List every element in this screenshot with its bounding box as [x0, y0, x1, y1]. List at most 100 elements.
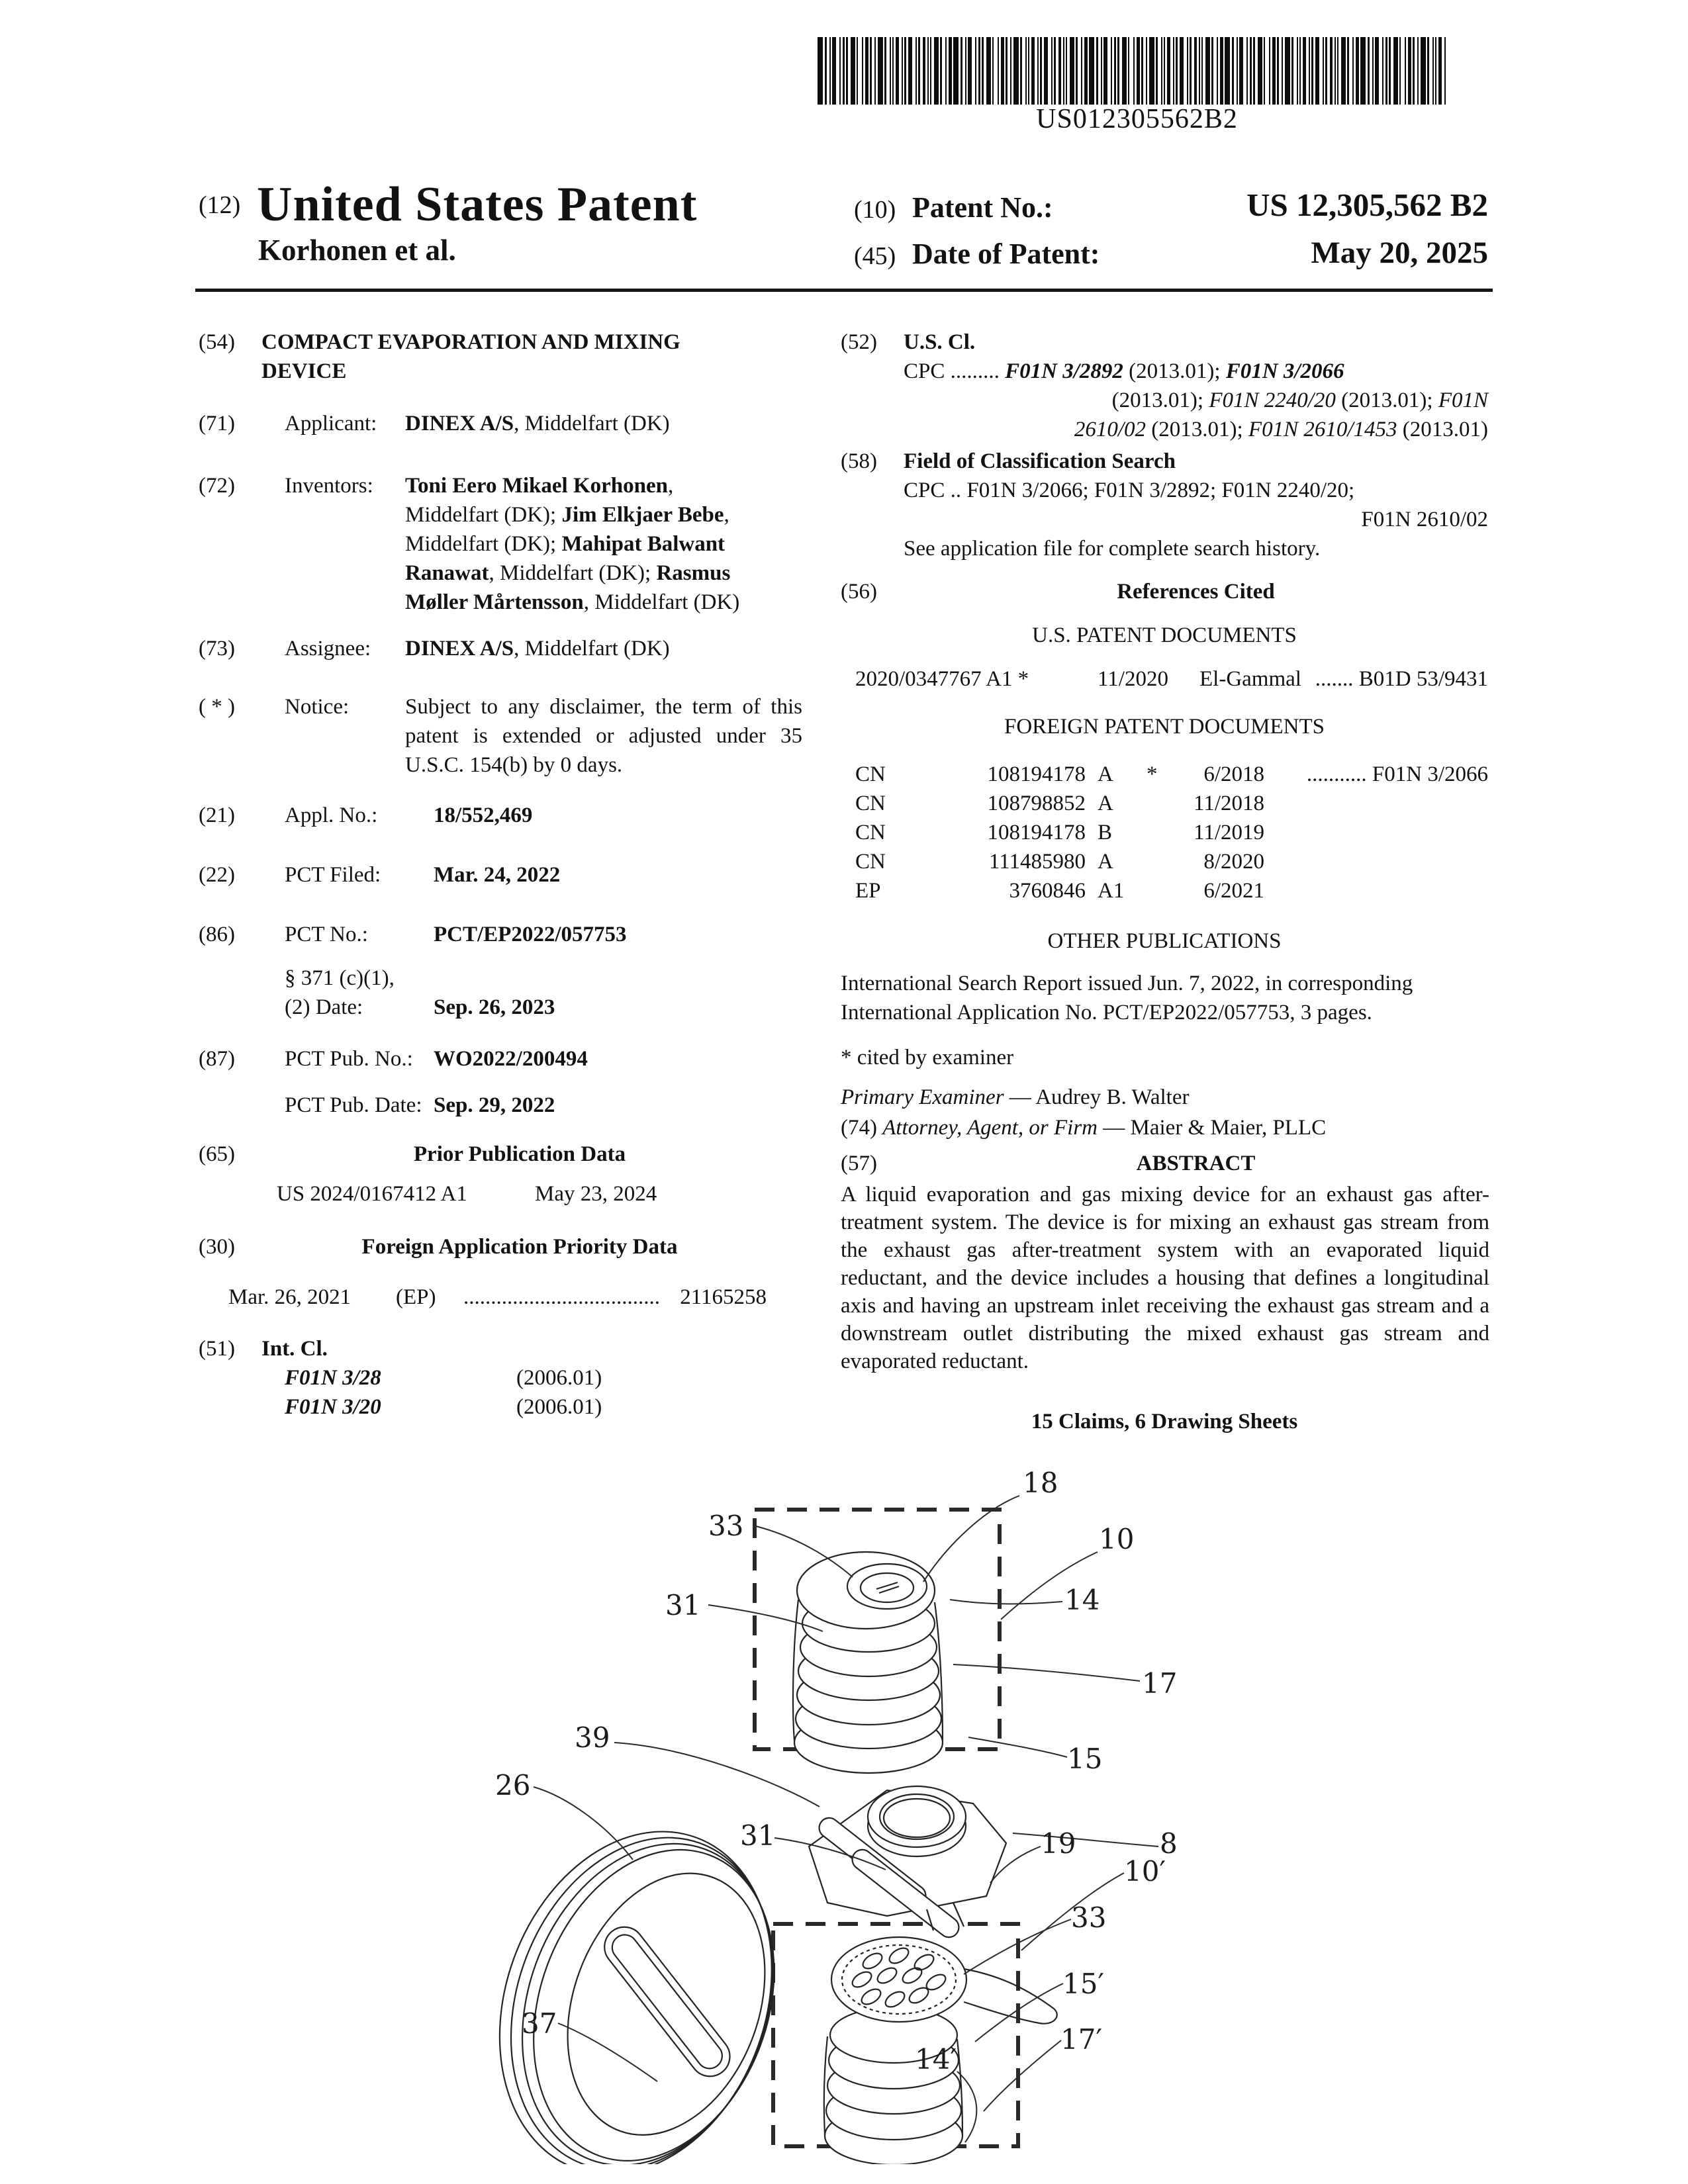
ref-17-prime: 17′ [1060, 2023, 1102, 2056]
ref-10-prime: 10′ [1124, 1855, 1166, 1888]
field-71-num: (71) [199, 412, 235, 435]
ref-33: 33 [708, 1510, 743, 1542]
applicant-label: Applicant: [285, 412, 377, 435]
field-87-num: (87) [199, 1047, 235, 1071]
us-ref-name: El-Gammal [1199, 667, 1301, 691]
prior-pub-heading: Prior Publication Data [413, 1142, 626, 1166]
evaporator-coil-bottom [823, 1936, 1058, 2164]
ref-19: 19 [1041, 1827, 1076, 1860]
ref-31: 31 [665, 1589, 700, 1621]
appl-no-label: Appl. No.: [285, 803, 378, 827]
ref-37: 37 [522, 2007, 557, 2040]
inventor-line-1: Toni Eero Mikael Korhonen, [405, 471, 673, 500]
int-cl-code: F01N 3/20 [285, 1395, 381, 1419]
patent-number: US 12,305,562 B2 [1246, 187, 1488, 223]
prior-pub-date: May 23, 2024 [535, 1182, 657, 1206]
field-of-search-line3: See application file for complete search… [904, 537, 1321, 561]
sec371-date-label: (2) Date: [285, 995, 363, 1019]
foreign-number: 108194178 [987, 821, 1086, 844]
pct-filed-label: PCT Filed: [285, 863, 381, 887]
applicant-location: , Middelfart (DK) [514, 412, 670, 435]
inventor-name: Toni Eero Mikael Korhonen [405, 474, 668, 498]
assignee-name: DINEX A/S [405, 637, 514, 660]
header-divider [195, 289, 1493, 292]
field-52-num: (52) [841, 330, 877, 354]
ref-8: 8 [1160, 1827, 1178, 1860]
us-ref-class: ....... B01D 53/9431 [1315, 667, 1488, 691]
foreign-number: 108798852 [987, 792, 1086, 815]
cpc-code: F01N 2240/20 [1209, 388, 1336, 412]
kind-code-45: (45) [854, 242, 896, 270]
inventor-loc: Middelfart (DK); [405, 503, 562, 527]
foreign-priority-heading: Foreign Application Priority Data [361, 1235, 678, 1259]
cpc-line-2: (2013.01); F01N 2240/20 (2013.01); F01N [904, 386, 1488, 415]
patent-drawing: 18 33 10 31 14 17 15 39 26 8 31 19 10′ 3… [495, 1467, 1178, 2164]
cpc-code: F01N [1438, 388, 1488, 412]
detail-box-top [753, 1508, 1002, 1751]
attorney-label: Attorney, Agent, or Firm [882, 1116, 1098, 1140]
foreign-kind: A [1098, 850, 1113, 874]
inventor-name: Rasmus [656, 561, 731, 585]
claims-sheets-line: 15 Claims, 6 Drawing Sheets [1031, 1410, 1298, 1433]
notice-label: Notice: [285, 695, 350, 719]
other-pub-line2: International Application No. PCT/EP2022… [841, 1001, 1372, 1024]
ref-18: 18 [1023, 1467, 1058, 1499]
field-of-search-heading: Field of Classification Search [904, 449, 1176, 473]
sec371-date-value: Sep. 26, 2023 [434, 995, 555, 1019]
int-cl-code: F01N 3/28 [285, 1366, 381, 1390]
field-51-num: (51) [199, 1337, 235, 1361]
inventors-label: Inventors: [285, 474, 373, 498]
cpc-line-1: CPC ......... F01N 3/2892 (2013.01); F01… [904, 357, 1344, 386]
foreign-date: 6/2021 [1203, 879, 1264, 903]
applicant-name: DINEX A/S [405, 412, 514, 435]
ref-17: 17 [1142, 1667, 1177, 1700]
primary-examiner-label: Primary Examiner [841, 1085, 1004, 1109]
priority-date: Mar. 26, 2021 [228, 1285, 352, 1309]
kind-code-10: (10) [854, 196, 896, 224]
ref-14: 14 [1064, 1584, 1100, 1616]
abstract-text: A liquid evaporation and gas mixing devi… [841, 1183, 1489, 1373]
abstract-heading: ABSTRACT [1136, 1152, 1256, 1175]
foreign-star: * [1147, 762, 1158, 786]
priority-app-number: 21165258 [680, 1285, 767, 1309]
pct-filed-value: Mar. 24, 2022 [434, 863, 561, 887]
inventor-sep: , [667, 474, 674, 498]
notice-star: ( * ) [199, 695, 235, 719]
kind-code-12: (12) [199, 191, 241, 219]
inventor-name: Jim Elkjaer Bebe [561, 503, 724, 527]
foreign-number: 111485980 [988, 850, 1086, 874]
inventor-loc: , Middelfart (DK); [489, 561, 657, 585]
us-ref-date: 11/2020 [1098, 667, 1168, 691]
field-of-search-line2: F01N 2610/02 [1361, 508, 1488, 531]
field-72-num: (72) [199, 474, 235, 498]
cpc-ver: (2013.01) [1397, 418, 1488, 441]
date-of-patent-label: Date of Patent: [912, 238, 1100, 270]
inventor-line-5: Møller Mårtensson, Middelfart (DK) [405, 588, 739, 617]
inventor-line-3: Middelfart (DK); Mahipat Balwant [405, 529, 725, 559]
inventor-loc: Middelfart (DK); [405, 532, 562, 556]
first-named-party: Korhonen et al. [258, 234, 456, 267]
foreign-country: CN [855, 850, 886, 874]
cpc-code: F01N 2610/1453 [1248, 418, 1397, 441]
field-54-num: (54) [199, 330, 235, 354]
ref-31b: 31 [740, 1819, 775, 1852]
pct-no-value: PCT/EP2022/057753 [434, 923, 627, 946]
ref-26: 26 [495, 1769, 530, 1801]
cpc-ver: (2013.01); [1123, 359, 1226, 383]
pct-pub-date-label: PCT Pub. Date: [285, 1093, 422, 1117]
inventor-name: Mahipat Balwant [561, 532, 726, 556]
foreign-patent-docs-heading: FOREIGN PATENT DOCUMENTS [1004, 715, 1325, 739]
invention-title-line1: COMPACT EVAPORATION AND MIXING [261, 330, 680, 354]
field-30-num: (30) [199, 1235, 235, 1259]
field-73-num: (73) [199, 637, 235, 660]
ref-10: 10 [1099, 1523, 1134, 1555]
us-ref-number: 2020/0347767 A1 * [855, 667, 1029, 691]
attorney-firm: — Maier & Maier, PLLC [1098, 1116, 1327, 1140]
pct-no-label: PCT No.: [285, 923, 368, 946]
foreign-date: 6/2018 [1203, 762, 1264, 786]
ref-39: 39 [575, 1721, 610, 1754]
field-74-num: (74) [841, 1116, 877, 1140]
field-of-search-line1: CPC .. F01N 3/2066; F01N 3/2892; F01N 22… [904, 478, 1355, 502]
foreign-date: 11/2018 [1194, 792, 1264, 815]
